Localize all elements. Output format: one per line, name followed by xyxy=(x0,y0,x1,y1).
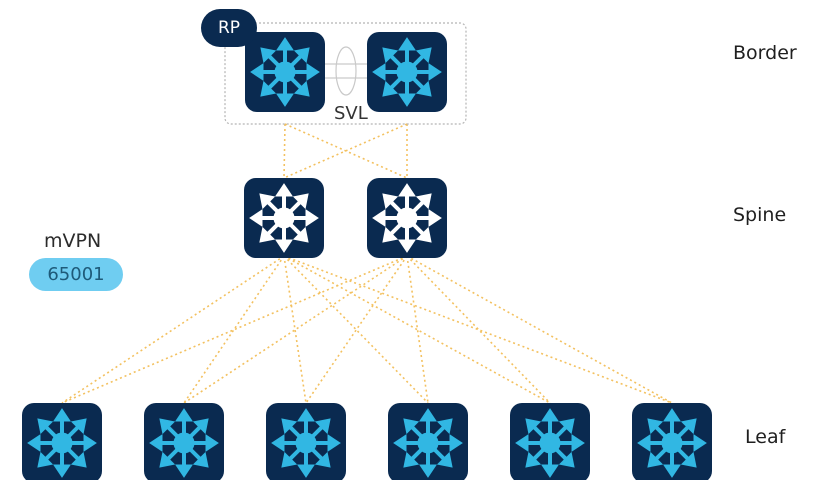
leaf-4-switch-icon xyxy=(388,403,468,480)
leaf-2-switch-icon xyxy=(144,403,224,480)
leaf-1-switch-icon xyxy=(22,403,102,480)
link-spine-1-leaf-3 xyxy=(283,255,307,404)
devices-layer xyxy=(22,32,712,480)
link-spine-1-leaf-4 xyxy=(283,255,429,404)
leaf-3-switch-icon xyxy=(266,403,346,480)
svl-bundle-ellipse xyxy=(335,46,357,96)
link-spine-1-leaf-5 xyxy=(283,255,551,404)
leaf-6-switch-icon xyxy=(632,403,712,480)
tier-label-spine: Spine xyxy=(733,204,787,226)
mvpn-title: mVPN xyxy=(44,230,102,252)
link-spine-2-leaf-6 xyxy=(406,255,673,404)
tier-label-leaf: Leaf xyxy=(745,426,786,448)
link-spine-2-leaf-2 xyxy=(183,255,408,404)
border-1-switch-icon xyxy=(245,32,325,112)
mvpn-id-badge: 65001 xyxy=(29,258,123,291)
links-layer xyxy=(61,123,673,404)
link-spine-2-leaf-5 xyxy=(406,255,551,404)
link-spine-1-leaf-2 xyxy=(183,255,285,404)
svl-label: SVL xyxy=(334,103,368,124)
link-spine-2-leaf-4 xyxy=(406,255,429,404)
link-border-1-spine-1 xyxy=(283,123,286,179)
border-group-layer xyxy=(224,22,467,125)
rp-badge: RP xyxy=(201,9,257,47)
link-spine-1-leaf-6 xyxy=(283,255,673,404)
link-border-2-spine-1 xyxy=(283,123,408,179)
border-2-switch-icon xyxy=(367,32,447,112)
spine-2-router-icon xyxy=(367,178,447,258)
leaf-5-switch-icon xyxy=(510,403,590,480)
link-spine-1-leaf-1 xyxy=(61,255,285,404)
tier-label-border: Border xyxy=(733,42,797,64)
spine-1-router-icon xyxy=(244,178,324,258)
